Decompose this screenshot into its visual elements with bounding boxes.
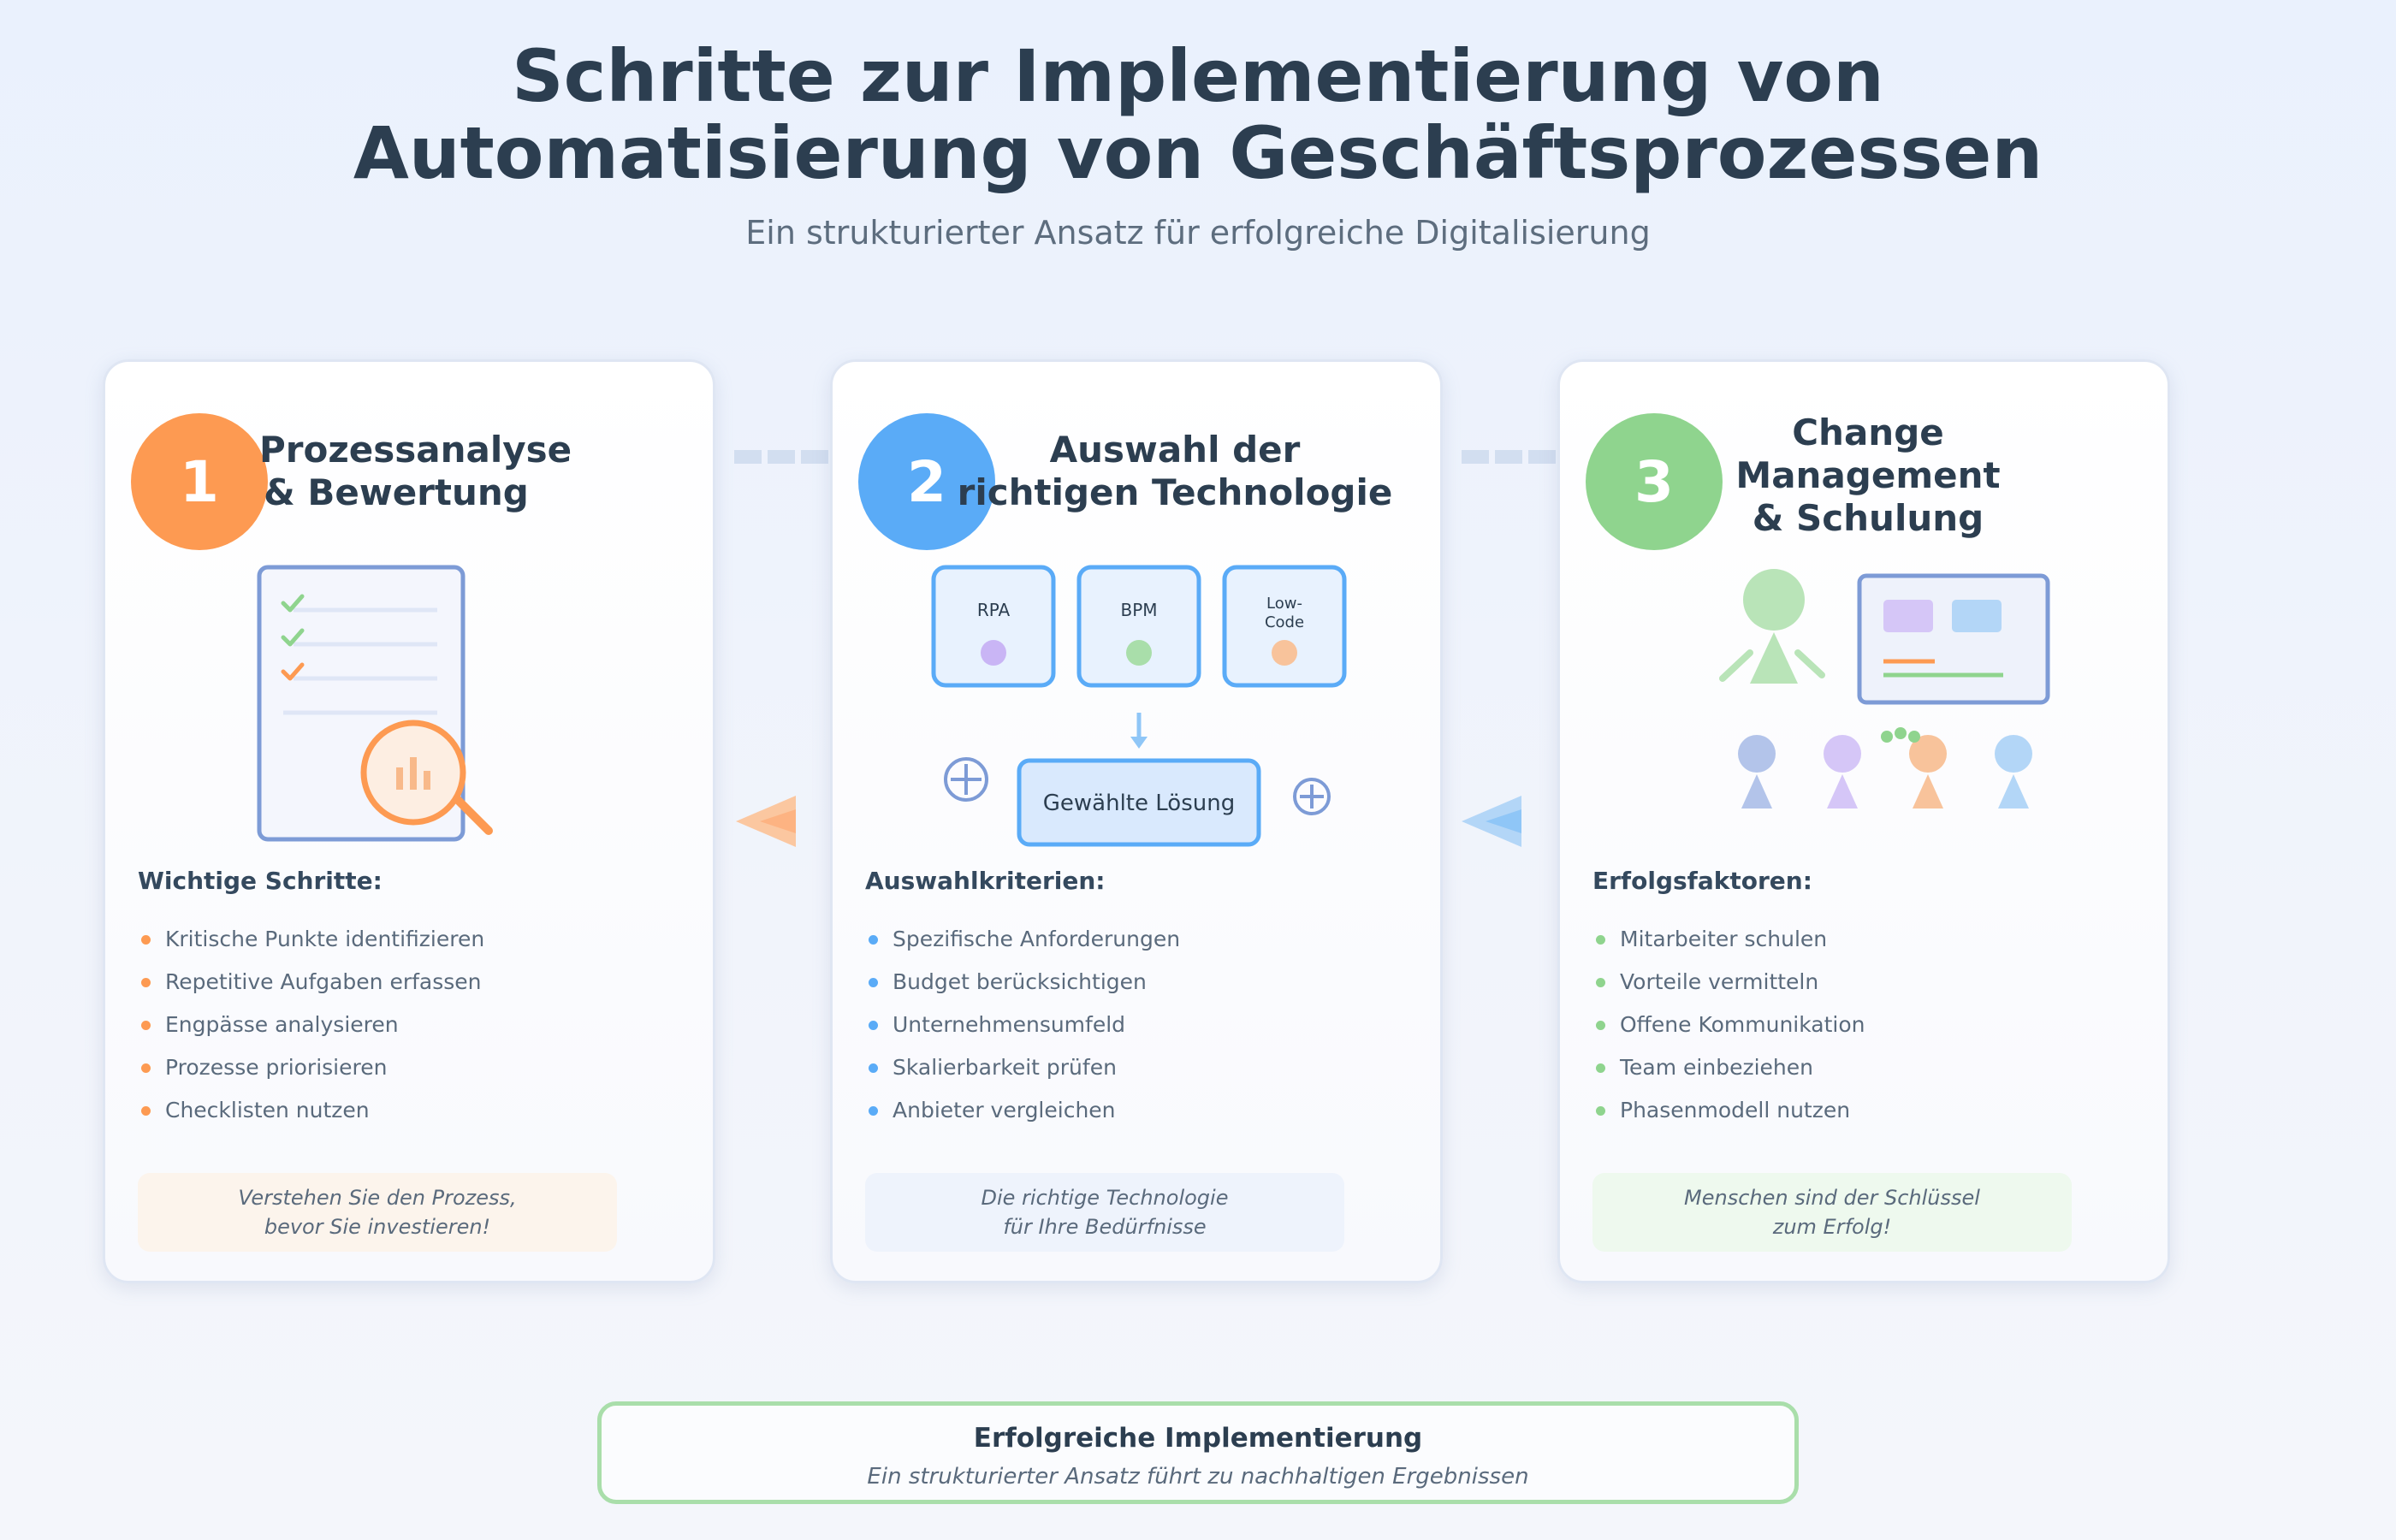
step-note-1: Verstehen Sie den Prozess, bevor Sie inv… (138, 1173, 617, 1252)
bullet-dot-icon (869, 1106, 878, 1116)
summary-box: Erfolgreiche Implementierung Ein struktu… (597, 1401, 1799, 1504)
page-title-line1: Schritte zur Implementierung von (512, 34, 1884, 118)
list-item-text: Unternehmensumfeld (893, 1012, 1126, 1037)
step-card-3: 3 Change Management & Schulung Erfolgsfa… (1557, 359, 2170, 1283)
bullet-dot-icon (869, 1063, 878, 1073)
bullet-dot-icon (1596, 1063, 1605, 1073)
bullet-dot-icon (1596, 978, 1605, 987)
list-item-text: Checklisten nutzen (165, 1098, 370, 1122)
note-line2: zum Erfolg! (1772, 1215, 1892, 1239)
step-number-3: 3 (1586, 413, 1723, 550)
arrow-left-icon (736, 796, 796, 847)
note-line2: bevor Sie investieren! (264, 1215, 491, 1239)
step-note-2: Die richtige Technologie für Ihre Bedürf… (865, 1173, 1344, 1252)
note-line2: für Ihre Bedürfnisse (1003, 1215, 1207, 1239)
step-title-3: Change Management & Schulung (1663, 412, 2073, 540)
bullet-dot-icon (141, 1021, 151, 1030)
tech-option-lowcode-line2: Code (1265, 613, 1304, 631)
checklist-document-with-magnifier-icon (257, 565, 493, 842)
list-item-text: Budget berücksichtigen (893, 969, 1147, 994)
tech-option-lowcode-line1: Low- (1266, 595, 1302, 613)
bullet-dot-icon (141, 978, 151, 987)
step-title-1: Prozessanalyse & Bewertung (259, 429, 572, 514)
list-item-text: Repetitive Aufgaben erfassen (165, 969, 482, 994)
bullet-list: Spezifische Anforderungen Budget berücks… (867, 918, 1180, 1132)
training-presentation-icon (1719, 569, 2050, 808)
section-label: Auswahlkriterien: (865, 867, 1106, 895)
list-item: Team einbeziehen (1594, 1046, 1865, 1089)
list-item-text: Mitarbeiter schulen (1620, 927, 1828, 951)
list-item: Anbieter vergleichen (867, 1089, 1180, 1132)
step-number-2: 2 (858, 413, 995, 550)
bullet-dot-icon (141, 1106, 151, 1116)
list-item-text: Phasenmodell nutzen (1620, 1098, 1851, 1122)
bullet-dot-icon (869, 978, 878, 987)
bullet-dot-icon (1596, 935, 1605, 945)
step-number-1: 1 (131, 413, 268, 550)
step-title-1-line1: Prozessanalyse (259, 429, 572, 471)
list-item-text: Anbieter vergleichen (893, 1098, 1116, 1122)
summary-title: Erfolgreiche Implementierung (973, 1423, 1423, 1454)
step-title-2-line2: richtigen Technologie (957, 471, 1393, 513)
arrow-left-icon (1462, 796, 1521, 847)
list-item-text: Team einbeziehen (1620, 1055, 1813, 1080)
note-line1: Verstehen Sie den Prozess, (238, 1186, 517, 1210)
list-item-text: Kritische Punkte identifizieren (165, 927, 485, 951)
tech-option-bpm: BPM (1120, 600, 1157, 620)
technology-options-icon: RPA BPM Low- Code Gewählte Lösung (931, 565, 1347, 847)
list-item-text: Engpässe analysieren (165, 1012, 399, 1037)
bullet-dot-icon (1596, 1021, 1605, 1030)
bullet-dot-icon (869, 1021, 878, 1030)
section-label: Wichtige Schritte: (138, 867, 383, 895)
list-item: Mitarbeiter schulen (1594, 918, 1865, 961)
list-item: Budget berücksichtigen (867, 961, 1180, 1004)
step-title-3-line2: & Schulung (1752, 497, 1984, 539)
bullet-dot-icon (1596, 1106, 1605, 1116)
list-item: Vorteile vermitteln (1594, 961, 1865, 1004)
list-item: Phasenmodell nutzen (1594, 1089, 1865, 1132)
list-item: Kritische Punkte identifizieren (139, 918, 484, 961)
list-item: Skalierbarkeit prüfen (867, 1046, 1180, 1089)
list-item: Checklisten nutzen (139, 1089, 484, 1132)
list-item: Offene Kommunikation (1594, 1004, 1865, 1046)
note-line1: Die richtige Technologie (981, 1186, 1229, 1210)
list-item: Spezifische Anforderungen (867, 918, 1180, 961)
list-item: Engpässe analysieren (139, 1004, 484, 1046)
list-item-text: Spezifische Anforderungen (893, 927, 1181, 951)
list-item: Prozesse priorisieren (139, 1046, 484, 1089)
list-item-text: Vorteile vermitteln (1620, 969, 1819, 994)
selected-solution-label: Gewählte Lösung (1043, 791, 1235, 816)
list-item-text: Offene Kommunikation (1620, 1012, 1865, 1037)
list-item-text: Prozesse priorisieren (165, 1055, 388, 1080)
page-subtitle: Ein strukturierter Ansatz für erfolgreic… (745, 214, 1651, 252)
step-title-3-line1: Change Management (1735, 412, 2001, 496)
bullet-dot-icon (141, 935, 151, 945)
bullet-dot-icon (141, 1063, 151, 1073)
step-card-2: RPA BPM Low- Code Gewählte Lösung 2 Ausw… (830, 359, 1443, 1283)
connector-2-3 (1462, 450, 1556, 464)
list-item-text: Skalierbarkeit prüfen (893, 1055, 1117, 1080)
section-label: Erfolgsfaktoren: (1592, 867, 1812, 895)
step-title-2-line1: Auswahl der (1049, 429, 1301, 471)
bullet-list: Mitarbeiter schulen Vorteile vermitteln … (1594, 918, 1865, 1132)
step-title-1-line2: & Bewertung (264, 471, 529, 513)
bullet-dot-icon (869, 935, 878, 945)
tech-option-rpa: RPA (977, 600, 1011, 620)
list-item: Repetitive Aufgaben erfassen (139, 961, 484, 1004)
bullet-list: Kritische Punkte identifizieren Repetiti… (139, 918, 484, 1132)
page-title-line2: Automatisierung von Geschäftsprozessen (353, 111, 2043, 195)
step-card-1: 1 Prozessanalyse & Bewertung Wichtige Sc… (103, 359, 715, 1283)
summary-subtitle: Ein strukturierter Ansatz führt zu nachh… (867, 1464, 1529, 1490)
list-item: Unternehmensumfeld (867, 1004, 1180, 1046)
note-line1: Menschen sind der Schlüssel (1684, 1186, 1980, 1210)
connector-1-2 (734, 450, 828, 464)
step-note-3: Menschen sind der Schlüssel zum Erfolg! (1592, 1173, 2072, 1252)
step-title-2: Auswahl der richtigen Technologie (935, 429, 1414, 514)
